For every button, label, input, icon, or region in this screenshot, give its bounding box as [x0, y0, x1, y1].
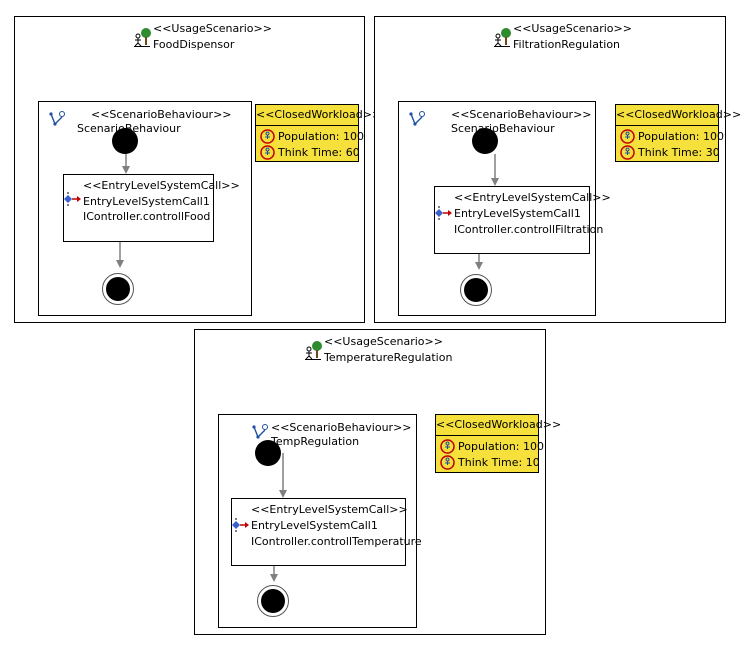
population-label: Population: 100: [458, 440, 544, 453]
closed-workload[interactable]: <<ClosedWorkload>> Population: 100 Think…: [615, 104, 741, 162]
entry-call-signature: IController.controllFiltration: [454, 223, 604, 236]
entry-call-name: EntryLevelSystemCall1: [83, 195, 210, 208]
scenario-behaviour[interactable]: <<ScenarioBehaviour>> ScenarioBehaviour …: [398, 101, 611, 316]
think-time-icon: [260, 145, 275, 160]
scenario-behaviour[interactable]: <<ScenarioBehaviour>> ScenarioBehaviour …: [38, 101, 252, 316]
entry-call-signature: IController.controllTemperature: [251, 535, 422, 548]
usage-scenario-icon: [134, 28, 151, 47]
usage-scenario-name: FoodDispensor: [153, 38, 235, 51]
scenario-behaviour-stereotype: <<ScenarioBehaviour>>: [451, 108, 592, 121]
population-icon: [440, 439, 455, 454]
control-flow-edges: [116, 154, 130, 268]
think-time-label: Think Time: 30: [638, 146, 720, 159]
population-label: Population: 100: [638, 130, 724, 143]
control-flow-edges: [270, 453, 287, 582]
usage-scenario-food-dispensor[interactable]: <<UsageScenario>> FoodDispensor <<Scenar…: [14, 16, 381, 323]
usage-scenario-filtration-regulation[interactable]: <<UsageScenario>> FiltrationRegulation <…: [374, 16, 741, 323]
control-flow-edges: [475, 154, 499, 270]
usage-scenario-name: TemperatureRegulation: [324, 351, 453, 364]
entry-call-name: EntryLevelSystemCall1: [454, 207, 581, 220]
start-node[interactable]: [472, 128, 498, 154]
entry-call-name: EntryLevelSystemCall1: [251, 519, 378, 532]
entry-call-signature: IController.controllFood: [83, 210, 211, 223]
entry-level-system-call[interactable]: <<EntryLevelSystemCall>> EntryLevelSyste…: [63, 174, 240, 242]
scenario-behaviour-stereotype: <<ScenarioBehaviour>>: [271, 421, 412, 434]
start-node[interactable]: [255, 440, 281, 466]
stop-node[interactable]: [102, 273, 134, 305]
entry-level-system-call[interactable]: <<EntryLevelSystemCall>> EntryLevelSyste…: [434, 186, 611, 254]
scenario-behaviour-icon: [49, 111, 65, 126]
think-time-icon: [620, 145, 635, 160]
population-label: Population: 100: [278, 130, 364, 143]
usage-scenario-stereotype: <<UsageScenario>>: [513, 22, 632, 35]
start-node[interactable]: [112, 128, 138, 154]
entry-call-icon: [64, 192, 81, 206]
think-time-label: Think Time: 60: [278, 146, 360, 159]
population-icon: [620, 129, 635, 144]
entry-call-stereotype: <<EntryLevelSystemCall>>: [454, 191, 611, 204]
usage-scenario-icon: [494, 28, 511, 47]
scenario-behaviour-icon: [252, 424, 268, 439]
entry-call-icon: [232, 518, 249, 532]
scenario-behaviour-stereotype: <<ScenarioBehaviour>>: [91, 108, 232, 121]
usage-scenario-temperature-regulation[interactable]: <<UsageScenario>> TemperatureRegulation …: [194, 329, 561, 635]
entry-level-system-call[interactable]: <<EntryLevelSystemCall>> EntryLevelSyste…: [231, 498, 422, 566]
population-icon: [260, 129, 275, 144]
scenario-behaviour-name: TempRegulation: [271, 435, 360, 448]
closed-workload[interactable]: <<ClosedWorkload>> Population: 100 Think…: [435, 414, 561, 473]
stop-node[interactable]: [460, 274, 492, 306]
closed-workload-title: <<ClosedWorkload>>: [256, 105, 381, 126]
usage-scenario-icon: [305, 341, 322, 360]
usage-scenario-stereotype: <<UsageScenario>>: [153, 22, 272, 35]
entry-call-icon: [435, 206, 452, 220]
closed-workload-title: <<ClosedWorkload>>: [436, 415, 561, 436]
stop-node[interactable]: [257, 585, 289, 617]
scenario-behaviour[interactable]: <<ScenarioBehaviour>> TempRegulation <<E…: [218, 414, 422, 628]
scenario-behaviour-icon: [409, 111, 425, 126]
usage-scenario-stereotype: <<UsageScenario>>: [324, 335, 443, 348]
entry-call-stereotype: <<EntryLevelSystemCall>>: [251, 503, 408, 516]
usage-scenario-name: FiltrationRegulation: [513, 38, 621, 51]
think-time-icon: [440, 455, 455, 470]
think-time-label: Think Time: 10: [458, 456, 540, 469]
entry-call-stereotype: <<EntryLevelSystemCall>>: [83, 179, 240, 192]
closed-workload-title: <<ClosedWorkload>>: [616, 105, 741, 126]
closed-workload[interactable]: <<ClosedWorkload>> Population: 100 Think…: [255, 104, 381, 162]
